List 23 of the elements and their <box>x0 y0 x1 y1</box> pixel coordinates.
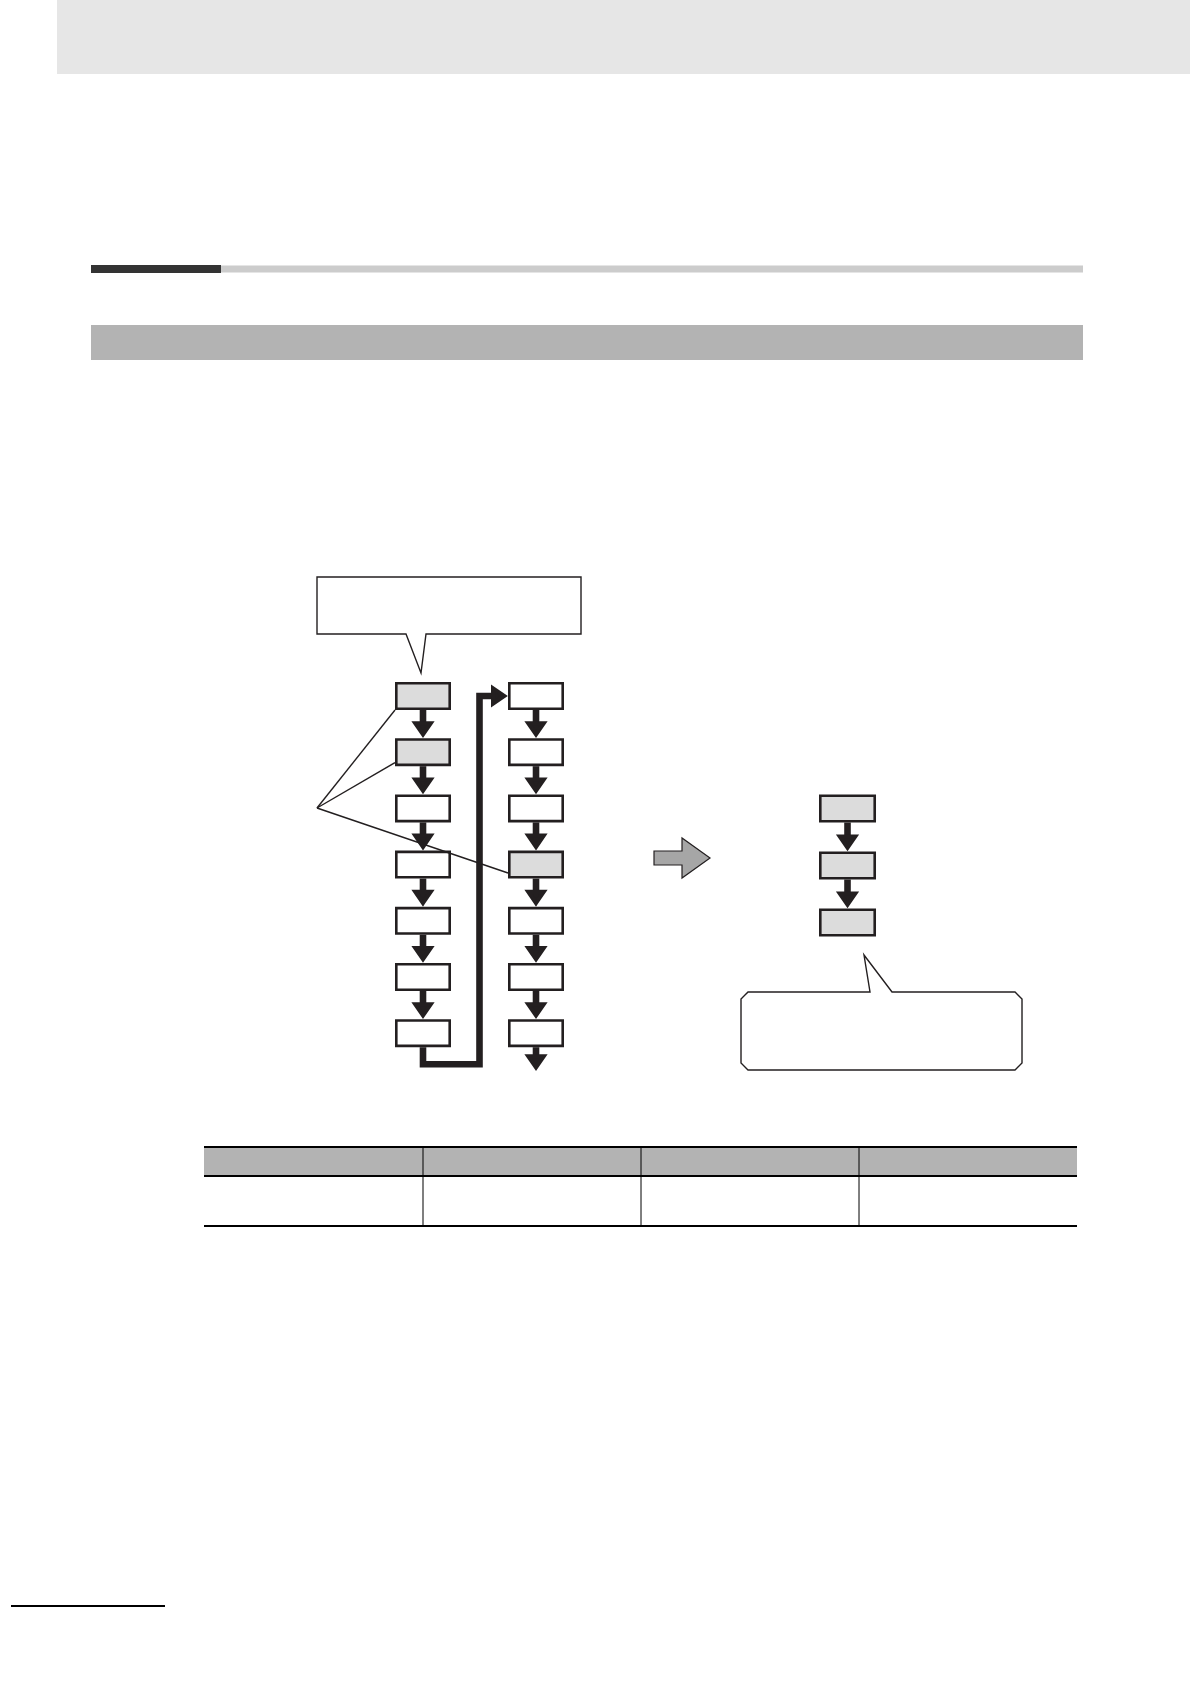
heading-band <box>91 325 1083 360</box>
process-box <box>508 1019 564 1048</box>
process-box <box>508 850 564 879</box>
process-box <box>395 738 451 767</box>
leader-line <box>316 761 396 809</box>
callout-bubble <box>316 576 582 676</box>
process-box <box>508 906 564 935</box>
process-box <box>395 963 451 991</box>
leader-line <box>316 709 396 809</box>
process-box <box>395 1019 451 1048</box>
process-box <box>395 794 451 823</box>
process-box <box>508 738 564 767</box>
process-box <box>395 906 451 935</box>
process-box <box>395 682 451 710</box>
process-box <box>819 908 876 937</box>
process-box <box>508 682 564 710</box>
leader-line <box>316 807 509 874</box>
process-box <box>819 794 876 823</box>
process-box <box>508 794 564 823</box>
callout-bubble <box>740 952 1023 1071</box>
process-box <box>395 850 451 879</box>
process-box <box>819 851 876 880</box>
process-box <box>508 963 564 991</box>
